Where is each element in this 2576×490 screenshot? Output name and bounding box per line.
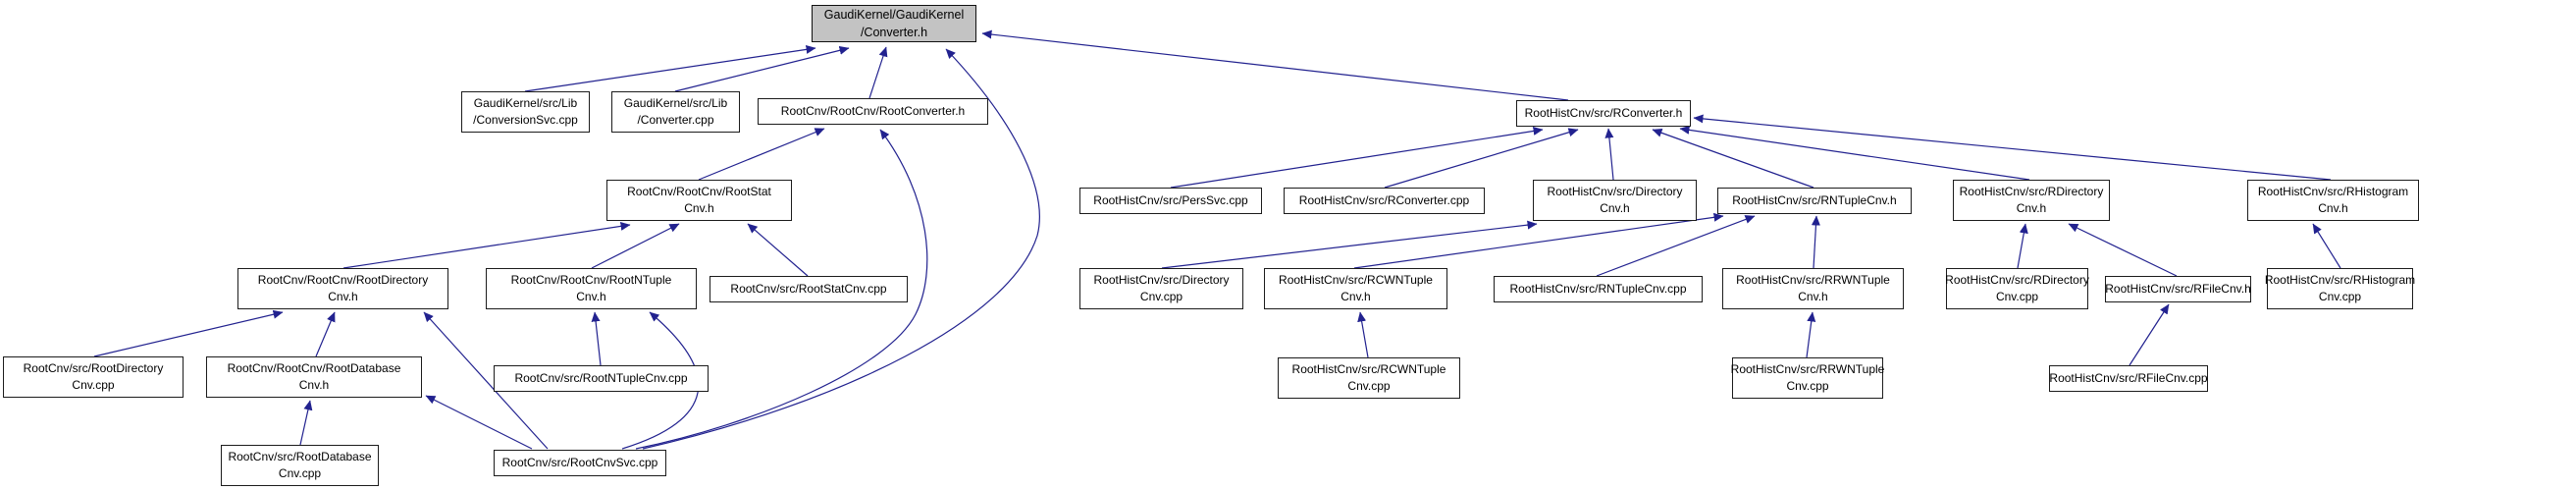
edge-rootcnvsvc-to-rootconverter (635, 129, 928, 450)
edge-rconvcpp-to-rconverter (1384, 128, 1579, 189)
edge-rfilecpp-to-rfileh (2129, 303, 2170, 366)
node-conversionsvc-cpp[interactable]: GaudiKernel/src/Lib /ConversionSvc.cpp (461, 91, 590, 133)
edge-rrwnh-to-rnth (1811, 215, 1820, 269)
edge-rntcpp-to-rnth (1596, 215, 1756, 277)
node-directorycnv-cpp[interactable]: RootHistCnv/src/Directory Cnv.cpp (1079, 268, 1243, 309)
node-rconverter-cpp[interactable]: RootHistCnv/src/RConverter.cpp (1284, 188, 1485, 214)
edge-rootdbcpp-to-rootdbh (299, 400, 313, 446)
edge-rdirh-to-rconverter (1679, 125, 2030, 181)
node-rfilecnv-h[interactable]: RootHistCnv/src/RFileCnv.h (2105, 276, 2251, 302)
edge-convertercpp-to-converter (674, 45, 850, 92)
edge-rootstatcnv-to-rootconverter (698, 128, 825, 181)
node-gaudikernel-converter-h[interactable]: GaudiKernel/GaudiKernel /Converter.h (812, 5, 976, 42)
node-directorycnv-h[interactable]: RootHistCnv/src/Directory Cnv.h (1533, 180, 1697, 221)
edge-rnth-to-rconverter (1652, 128, 1814, 189)
edge-dircpp-to-dirh (1161, 220, 1538, 269)
edge-rootntuplecnvh-to-rootstat (591, 223, 680, 269)
edge-conversionsvc-to-converter (524, 44, 816, 92)
edge-rrwncpp-to-rrwnh (1806, 311, 1816, 358)
edge-rcwncpp-to-rcwnh (1357, 311, 1369, 358)
edge-rootdirectorycnvh-to-rootstat (342, 221, 631, 269)
edge-perssvc-to-rconverter (1170, 127, 1544, 189)
node-rconverter-h[interactable]: RootHistCnv/src/RConverter.h (1516, 100, 1691, 127)
node-rootconverter-h[interactable]: RootCnv/RootCnv/RootConverter.h (758, 98, 988, 125)
node-rdirectorycnv-h[interactable]: RootHistCnv/src/RDirectory Cnv.h (1953, 180, 2110, 221)
edge-dirh-to-rconverter (1604, 128, 1614, 181)
edge-rdircpp-to-rdirh (2017, 223, 2028, 269)
node-rootdirectorycnv-cpp[interactable]: RootCnv/src/RootDirectory Cnv.cpp (3, 356, 184, 398)
edge-rhistcpp-to-rhisth (2312, 223, 2341, 269)
edge-rootdircpp-to-rootdirh (93, 309, 284, 357)
node-rootdirectorycnv-h[interactable]: RootCnv/RootCnv/RootDirectory Cnv.h (237, 268, 448, 309)
node-rhistogramcnv-h[interactable]: RootHistCnv/src/RHistogram Cnv.h (2247, 180, 2419, 221)
edge-rfileh-to-rdirh (2068, 223, 2178, 277)
edge-rootcnvsvc-to-rootdbh (425, 395, 533, 450)
node-converter-cpp[interactable]: GaudiKernel/src/Lib /Converter.cpp (611, 91, 740, 133)
node-rdirectorycnv-cpp[interactable]: RootHistCnv/src/RDirectory Cnv.cpp (1945, 268, 2089, 309)
node-rrwntuplecnv-cpp[interactable]: RootHistCnv/src/RRWNTuple Cnv.cpp (1731, 357, 1884, 399)
node-rootstatcnv-cpp[interactable]: RootCnv/src/RootStatCnv.cpp (710, 276, 908, 302)
node-rrwntuplecnv-h[interactable]: RootHistCnv/src/RRWNTuple Cnv.h (1722, 268, 1904, 309)
node-rntuplecnv-cpp[interactable]: RootHistCnv/src/RNTupleCnv.cpp (1494, 276, 1703, 302)
edge-rootcnvsvc-to-converter (642, 48, 1040, 450)
node-perssvc-cpp[interactable]: RootHistCnv/src/PersSvc.cpp (1079, 188, 1262, 214)
node-rootntuplecnv-cpp[interactable]: RootCnv/src/RootNTupleCnv.cpp (494, 365, 709, 392)
node-rcwntuplecnv-h[interactable]: RootHistCnv/src/RCWNTuple Cnv.h (1264, 268, 1447, 309)
node-rootcnvsvc-cpp[interactable]: RootCnv/src/RootCnvSvc.cpp (494, 450, 666, 476)
edge-rootntcpp-to-rootnth (591, 311, 602, 366)
edge-rconverter-to-converter (981, 29, 1569, 101)
node-rootstatcnv-h[interactable]: RootCnv/RootCnv/RootStat Cnv.h (606, 180, 792, 221)
edge-rootcnvsvc-to-rootdirh (423, 311, 549, 450)
node-rhistogramcnv-cpp[interactable]: RootHistCnv/src/RHistogram Cnv.cpp (2265, 268, 2415, 309)
edge-rootstatcpp-to-rootstat (747, 223, 809, 277)
node-rntuplecnv-h[interactable]: RootHistCnv/src/RNTupleCnv.h (1717, 188, 1912, 214)
edge-rootconverter-to-converter (868, 46, 888, 99)
node-rootntuplecnv-h[interactable]: RootCnv/RootCnv/RootNTuple Cnv.h (486, 268, 697, 309)
node-rcwntuplecnv-cpp[interactable]: RootHistCnv/src/RCWNTuple Cnv.cpp (1278, 357, 1460, 399)
edge-rhisth-to-rconverter (1693, 114, 2332, 181)
edge-rootcnvsvc-to-rootnth (621, 311, 700, 450)
edge-rootdbh-to-rootdirh (315, 311, 336, 357)
node-rootdatabasecnv-h[interactable]: RootCnv/RootCnv/RootDatabase Cnv.h (206, 356, 422, 398)
node-rootdatabasecnv-cpp[interactable]: RootCnv/src/RootDatabase Cnv.cpp (221, 445, 379, 486)
edge-rcwnh-to-rnth (1353, 212, 1724, 269)
node-rfilecnv-cpp[interactable]: RootHistCnv/src/RFileCnv.cpp (2049, 365, 2208, 392)
